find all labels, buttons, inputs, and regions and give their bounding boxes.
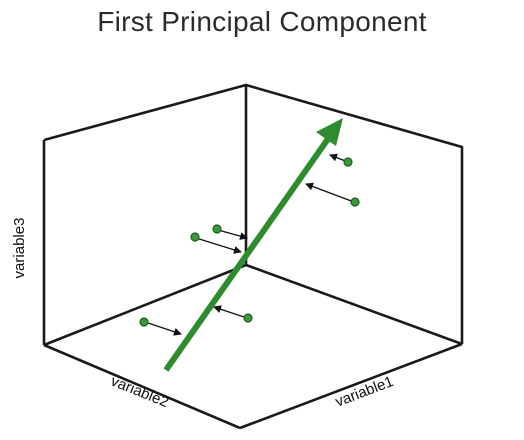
data-point bbox=[243, 313, 253, 323]
data-point bbox=[350, 197, 360, 207]
data-point bbox=[139, 317, 149, 327]
data-points bbox=[139, 157, 360, 327]
axes-frame bbox=[42, 83, 464, 430]
floor-left-edge bbox=[43, 263, 247, 347]
projection-arrow bbox=[305, 182, 355, 203]
floor-front-left-edge bbox=[43, 343, 241, 430]
arrow-icon bbox=[163, 118, 343, 372]
z-axis-label: variable3 bbox=[11, 218, 28, 279]
principal-component-shaft bbox=[163, 134, 333, 372]
floor-right-edge bbox=[245, 263, 463, 346]
projection-arrow bbox=[217, 229, 248, 240]
data-point bbox=[343, 157, 353, 167]
projection-arrow bbox=[213, 305, 248, 319]
projection-arrow bbox=[195, 237, 242, 254]
page-title: First Principal Component bbox=[97, 6, 427, 37]
principal-component-head bbox=[316, 118, 343, 146]
data-point bbox=[212, 224, 222, 234]
x-axis-label: variable1 bbox=[333, 373, 396, 411]
back-wall-top-left-edge bbox=[43, 83, 464, 344]
projection-lines bbox=[144, 153, 355, 336]
y-axis-label: variable2 bbox=[108, 373, 171, 412]
projection-arrow bbox=[144, 321, 182, 336]
data-point bbox=[190, 232, 200, 242]
floor-front-right-edge bbox=[239, 342, 463, 430]
